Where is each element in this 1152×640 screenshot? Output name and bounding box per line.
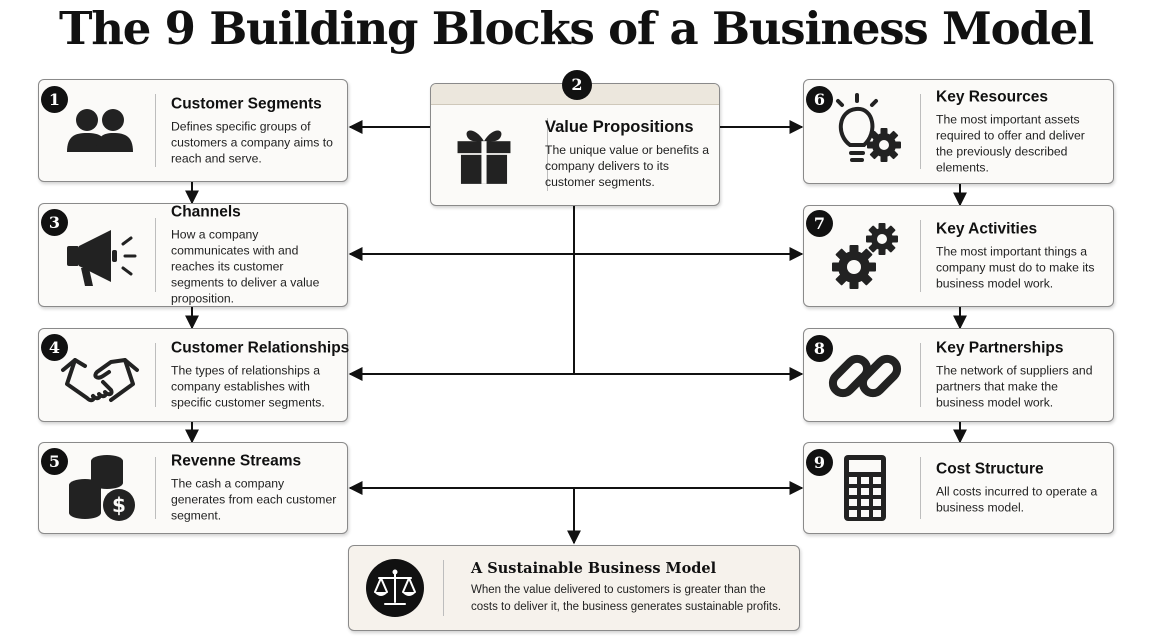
badge-6: 6 — [806, 86, 833, 113]
customer-relationships-card: Customer Relationships The types of rela… — [38, 328, 350, 422]
sustainable-model-card: A Sustainable Business Model When the va… — [348, 545, 800, 631]
badge-5: 5 — [41, 448, 68, 475]
megaphone-icon — [59, 214, 141, 296]
cost-structure-card: Cost Structure All costs incurred to ope… — [803, 442, 1114, 534]
badge-4: 4 — [41, 334, 68, 361]
revenue-streams-description: The cash a company generates from each c… — [171, 476, 337, 523]
diagram-title: The 9 Building Blocks of a Business Mode… — [58, 2, 1094, 55]
lightbulb-gear-icon — [824, 91, 906, 173]
customer-relationships-title: Customer Relationships — [171, 339, 350, 357]
gift-icon — [449, 119, 519, 189]
handshake-icon — [59, 334, 141, 416]
value-propositions-title: Value Propositions — [545, 118, 694, 137]
key-partnerships-description: The network of suppliers and partners th… — [936, 363, 1093, 410]
badge-2: 2 — [562, 70, 592, 100]
key-resources-card: Key Resources The most important assets … — [803, 79, 1114, 184]
sustainable-model-title: A Sustainable Business Model — [471, 560, 717, 577]
svg-text:$: $ — [112, 493, 126, 517]
badge-7: 7 — [806, 210, 833, 237]
badge-3: 3 — [41, 209, 68, 236]
key-activities-card: Key Activities The most important things… — [803, 205, 1114, 307]
key-partnerships-title: Key Partnerships — [936, 339, 1064, 357]
gears-icon — [824, 215, 906, 297]
key-partnerships-card: Key Partnerships The network of supplier… — [803, 328, 1114, 422]
key-resources-title: Key Resources — [936, 88, 1049, 105]
revenue-streams-card: $ Revenne Streams The cash a company gen… — [38, 442, 348, 534]
sustainable-model-description: When the value delivered to customers is… — [471, 584, 782, 613]
customer-segments-title: Customer Segments — [171, 95, 322, 112]
channels-description: How a company communicates with and reac… — [171, 227, 320, 306]
value-propositions-card: Value Propositions The unique value or b… — [430, 83, 720, 206]
value-propositions-description: The unique value or benefits a company d… — [545, 143, 709, 190]
customer-segments-description: Defines specific groups of customers a c… — [171, 119, 333, 165]
revenue-streams-title: Revenne Streams — [171, 452, 302, 470]
chain-link-icon — [824, 334, 906, 416]
channels-card: Channels How a company communicates with… — [38, 203, 348, 307]
cost-structure-title: Cost Structure — [936, 460, 1044, 478]
key-activities-description: The most important things a company must… — [936, 244, 1095, 291]
people-icon — [59, 90, 141, 172]
calculator-icon — [824, 447, 906, 529]
coins-icon: $ — [59, 447, 141, 529]
key-activities-title: Key Activities — [936, 220, 1038, 238]
badge-8: 8 — [806, 335, 833, 362]
scales-icon — [365, 558, 425, 618]
badge-9: 9 — [806, 449, 833, 476]
customer-relationships-description: The types of relationships a company est… — [171, 363, 325, 410]
cost-structure-description: All costs incurred to operate a business… — [936, 484, 1098, 515]
key-resources-description: The most important assets required to of… — [936, 112, 1085, 174]
customer-segments-card: Customer Segments Defines specific group… — [38, 79, 348, 182]
channels-title: Channels — [171, 203, 241, 221]
badge-1: 1 — [41, 86, 68, 113]
